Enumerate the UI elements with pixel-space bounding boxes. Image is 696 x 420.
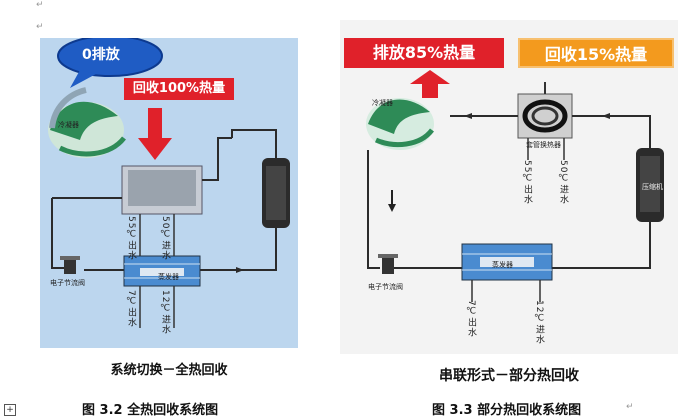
paragraph-mark: ↵ <box>626 402 634 412</box>
banner-recover-15: 回收15%热量 <box>518 38 674 68</box>
right-figure-title: 串联形式－部分热回收 <box>340 354 678 396</box>
evaporator-label: 蒸发器 <box>158 273 179 281</box>
left-figure-title: 系统切换－全热回收 <box>40 348 298 388</box>
condenser-label: 冷凝器 <box>58 121 79 129</box>
hot-water-out-label: 55℃出水 <box>522 160 532 205</box>
valve-label: 电子节流阀 <box>50 279 85 287</box>
chilled-water-in-label: 12℃进水 <box>534 300 544 345</box>
compressor-label: 压缩机 <box>642 183 663 191</box>
hot-water-out-label: 55℃出水 <box>126 216 136 261</box>
fan-icon <box>48 87 126 158</box>
chilled-water-out-label: 7℃出水 <box>466 300 476 338</box>
caption-left: 图 3.2 全热回收系统图 <box>82 403 219 418</box>
paragraph-mark: ↵ <box>36 22 44 32</box>
valve-label: 电子节流阀 <box>368 283 403 291</box>
hx-label: 套管换热器 <box>526 141 561 149</box>
figure-partial-heat-recovery: 排放85%热量 回收15%热量 冷凝器 套管换热器 蒸发器 压缩机 电子节流阀 … <box>340 20 678 396</box>
table-move-handle-icon[interactable]: + <box>4 404 16 416</box>
cold-water-in-label: 50℃进水 <box>160 216 170 261</box>
banner-emit-85: 排放85%热量 <box>344 38 504 68</box>
banner-recover-100: 回收100%热量 <box>124 78 234 100</box>
paragraph-mark: ↵ <box>36 0 44 10</box>
caption-right: 图 3.3 部分热回收系统图 <box>432 403 582 418</box>
left-diagram <box>48 38 290 328</box>
chilled-water-in-label: 12℃进水 <box>160 290 170 335</box>
figure-full-heat-recovery: 0排放 回收100%热量 冷凝器 蒸发器 电子节流阀 55℃出水 50℃进水 7… <box>40 38 298 388</box>
condenser-label: 冷凝器 <box>372 99 393 107</box>
bubble-zero-emission: 0排放 <box>82 47 120 63</box>
valve-icon <box>60 256 80 274</box>
chilled-water-out-label: 7℃出水 <box>126 290 136 328</box>
valve-icon <box>378 254 398 274</box>
right-diagram <box>366 70 664 302</box>
fan-icon <box>366 98 434 150</box>
evaporator-label: 蒸发器 <box>492 261 513 269</box>
cold-water-in-label: 50℃进水 <box>558 160 568 205</box>
